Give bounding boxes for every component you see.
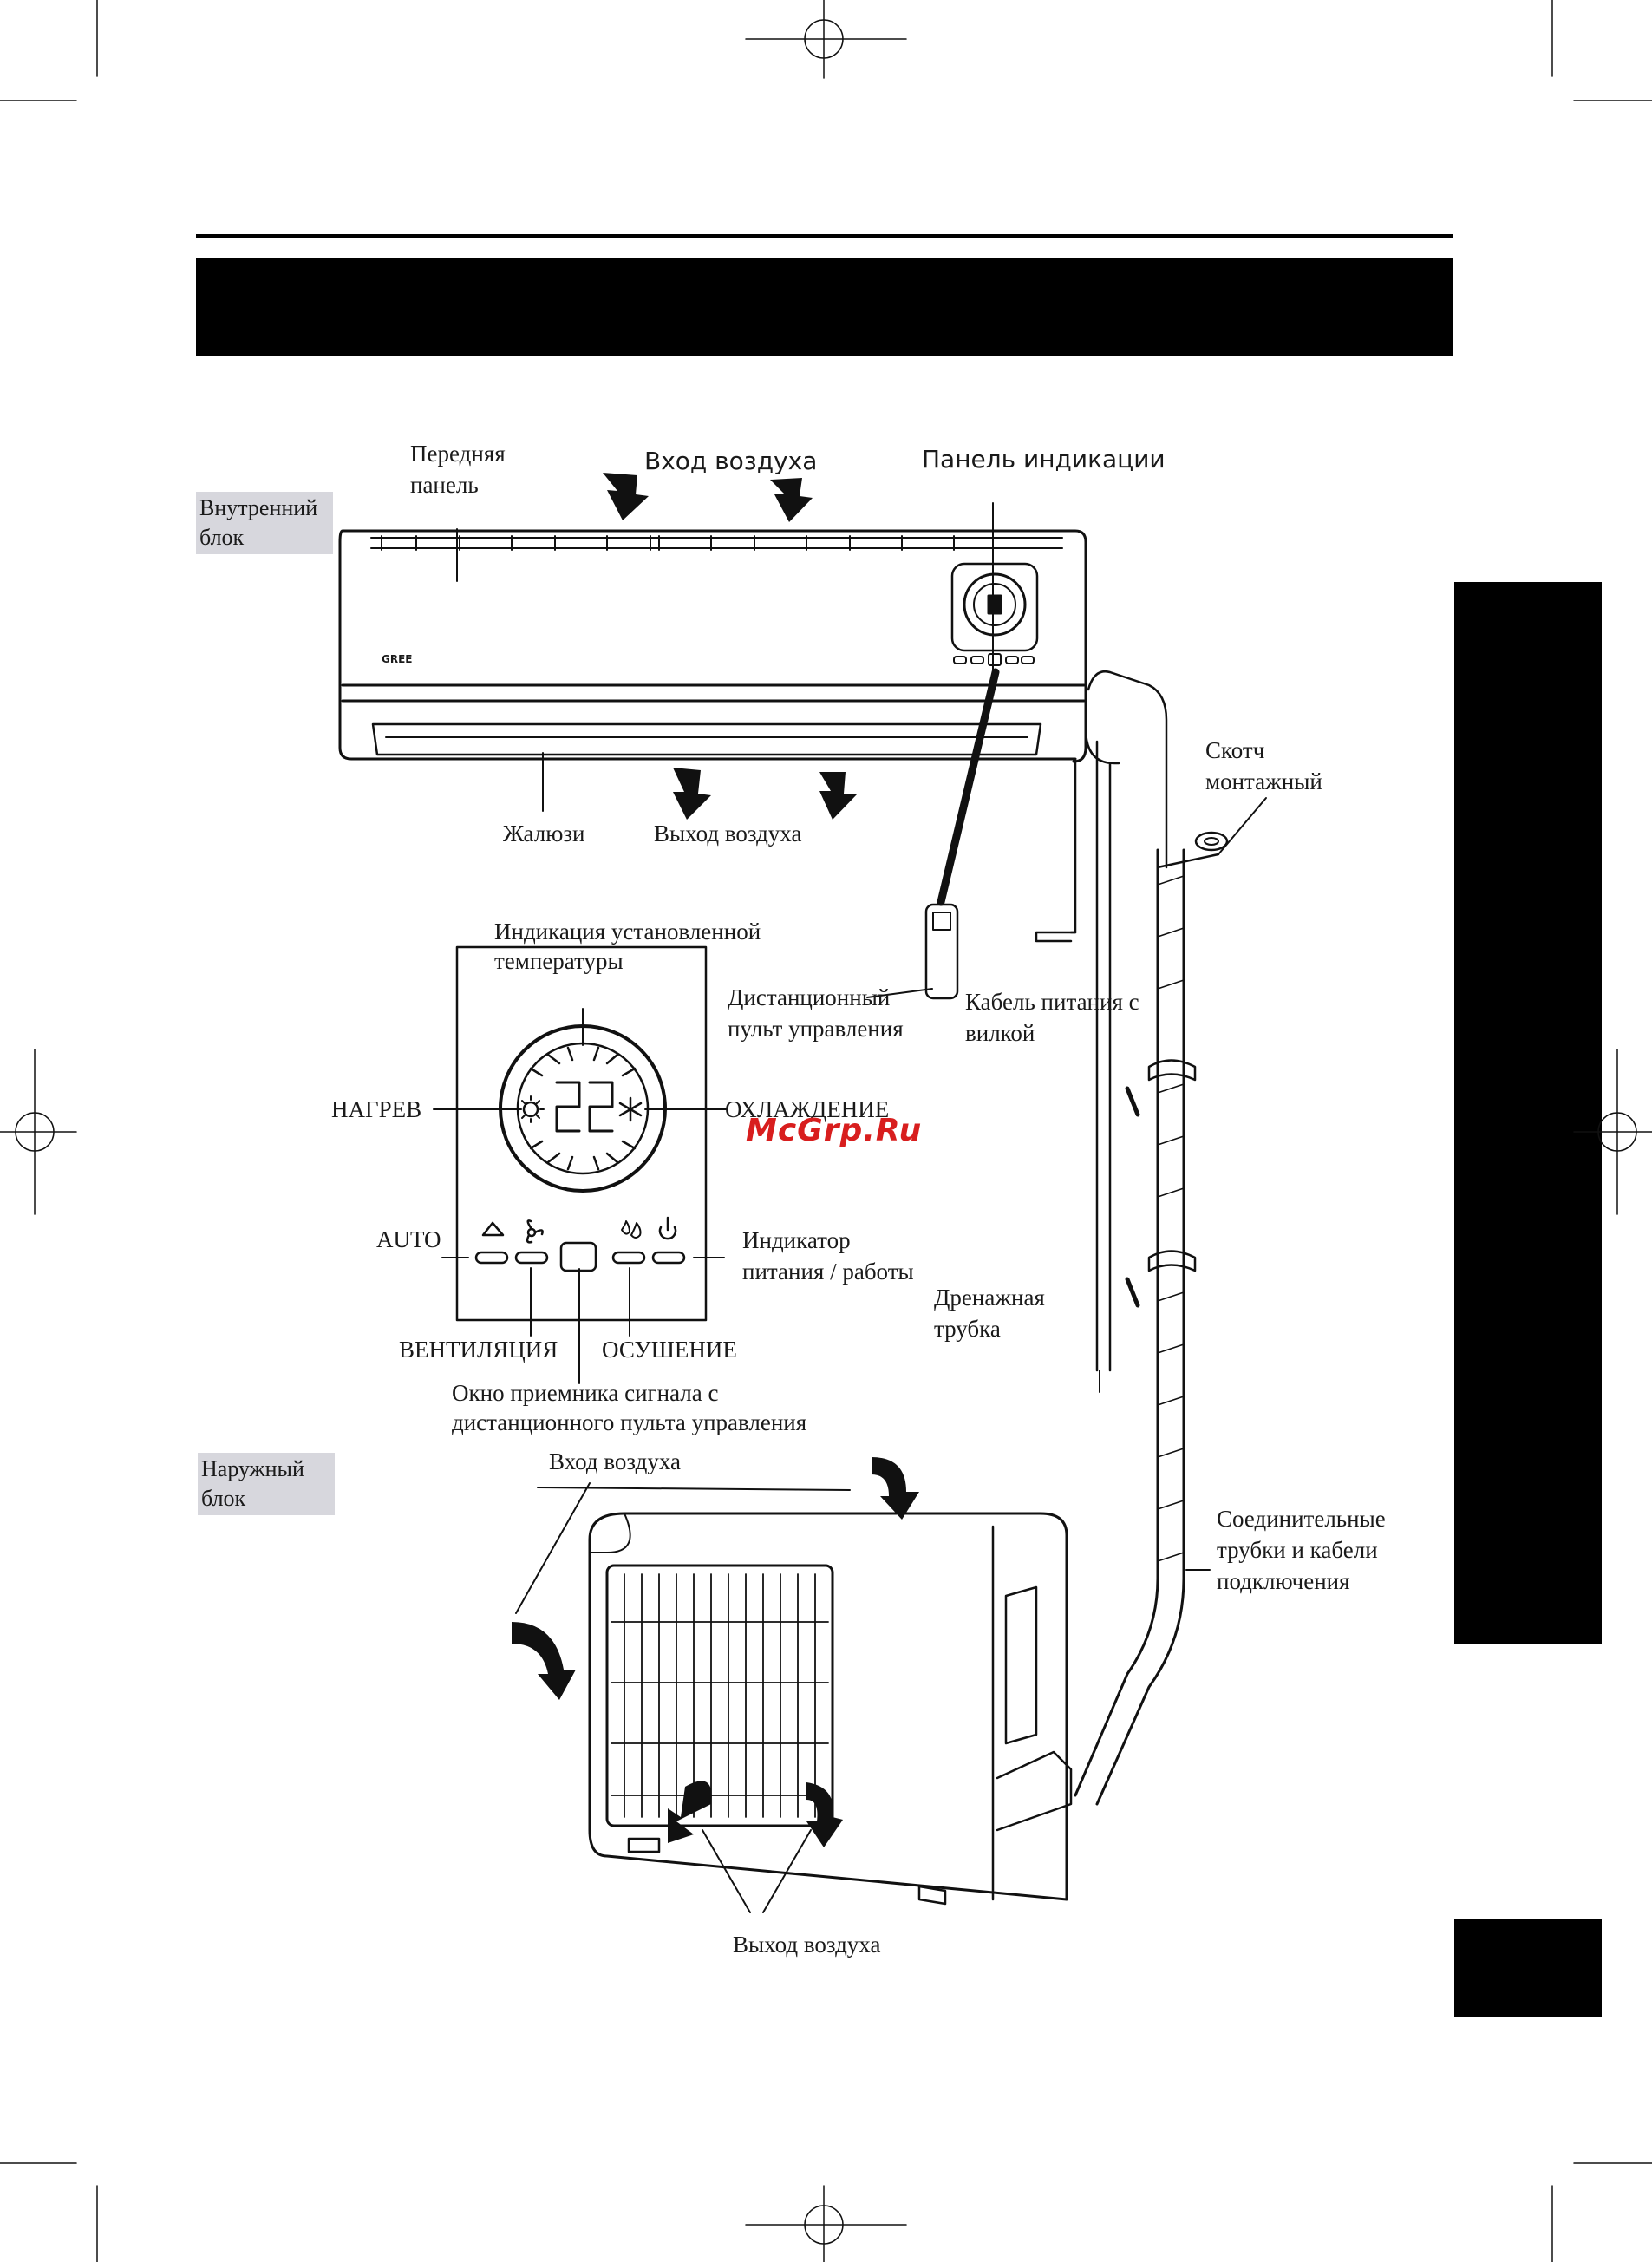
remote-control-label: Дистанционный пульт управления <box>728 984 904 1042</box>
power-cable-label: Кабель питания с вилкой <box>965 989 1139 1046</box>
set-temp-label: Индикация установленной температуры <box>494 919 761 974</box>
connecting-pipes-label: Соединительные трубки и кабели подключен… <box>1217 1506 1386 1594</box>
drain-and-cable <box>1035 740 1229 1806</box>
indoor-unit-label: Внутренний блок <box>196 492 333 554</box>
page-number-block <box>1454 1919 1602 2017</box>
dry-label: ОСУШЕНИЕ <box>602 1337 737 1363</box>
indoor-air-outlet-label: Выход воздуха <box>654 820 802 847</box>
heat-label: НАГРЕВ <box>331 1096 422 1122</box>
display-panel-label: Панель индикации <box>922 445 1166 474</box>
power-indicator-label: Индикатор питания / работы <box>742 1227 914 1285</box>
front-panel-label: Передняя панель <box>410 441 506 498</box>
display-detail-drawing <box>433 945 728 1384</box>
receiver-window-label: Окно приемника сигнала с дистанционного … <box>452 1380 807 1435</box>
brand-logo: GREE <box>382 653 413 665</box>
outdoor-air-arrows <box>512 1457 919 1847</box>
header-rule <box>196 234 1453 238</box>
cool-label: ОХЛАЖДЕНИЕ <box>725 1096 890 1122</box>
louvers-label: Жалюзи <box>503 820 585 847</box>
side-tab <box>1454 582 1602 1644</box>
outdoor-unit-drawing <box>515 1482 1211 1913</box>
remote-leader <box>924 668 1000 1000</box>
outdoor-air-outlet-label: Выход воздуха <box>733 1932 881 1958</box>
auto-label: AUTO <box>376 1226 441 1252</box>
header-bar <box>196 258 1453 356</box>
drain-hose-label: Дренажная трубка <box>934 1285 1045 1342</box>
outdoor-unit-label: Наружный блок <box>198 1453 335 1515</box>
indoor-air-arrows <box>603 473 857 820</box>
indoor-air-inlet-label: Вход воздуха <box>644 447 818 475</box>
mounting-tape-label: Скотч монтажный <box>1205 737 1322 794</box>
outdoor-air-inlet-label: Вход воздуха <box>549 1448 681 1474</box>
temperature-readout: 22 <box>1 1 2 2</box>
indoor-unit-drawing <box>338 529 1168 869</box>
watermark: McGrp.Ru <box>746 1113 923 1148</box>
fan-label: ВЕНТИЛЯЦИЯ <box>399 1337 558 1363</box>
